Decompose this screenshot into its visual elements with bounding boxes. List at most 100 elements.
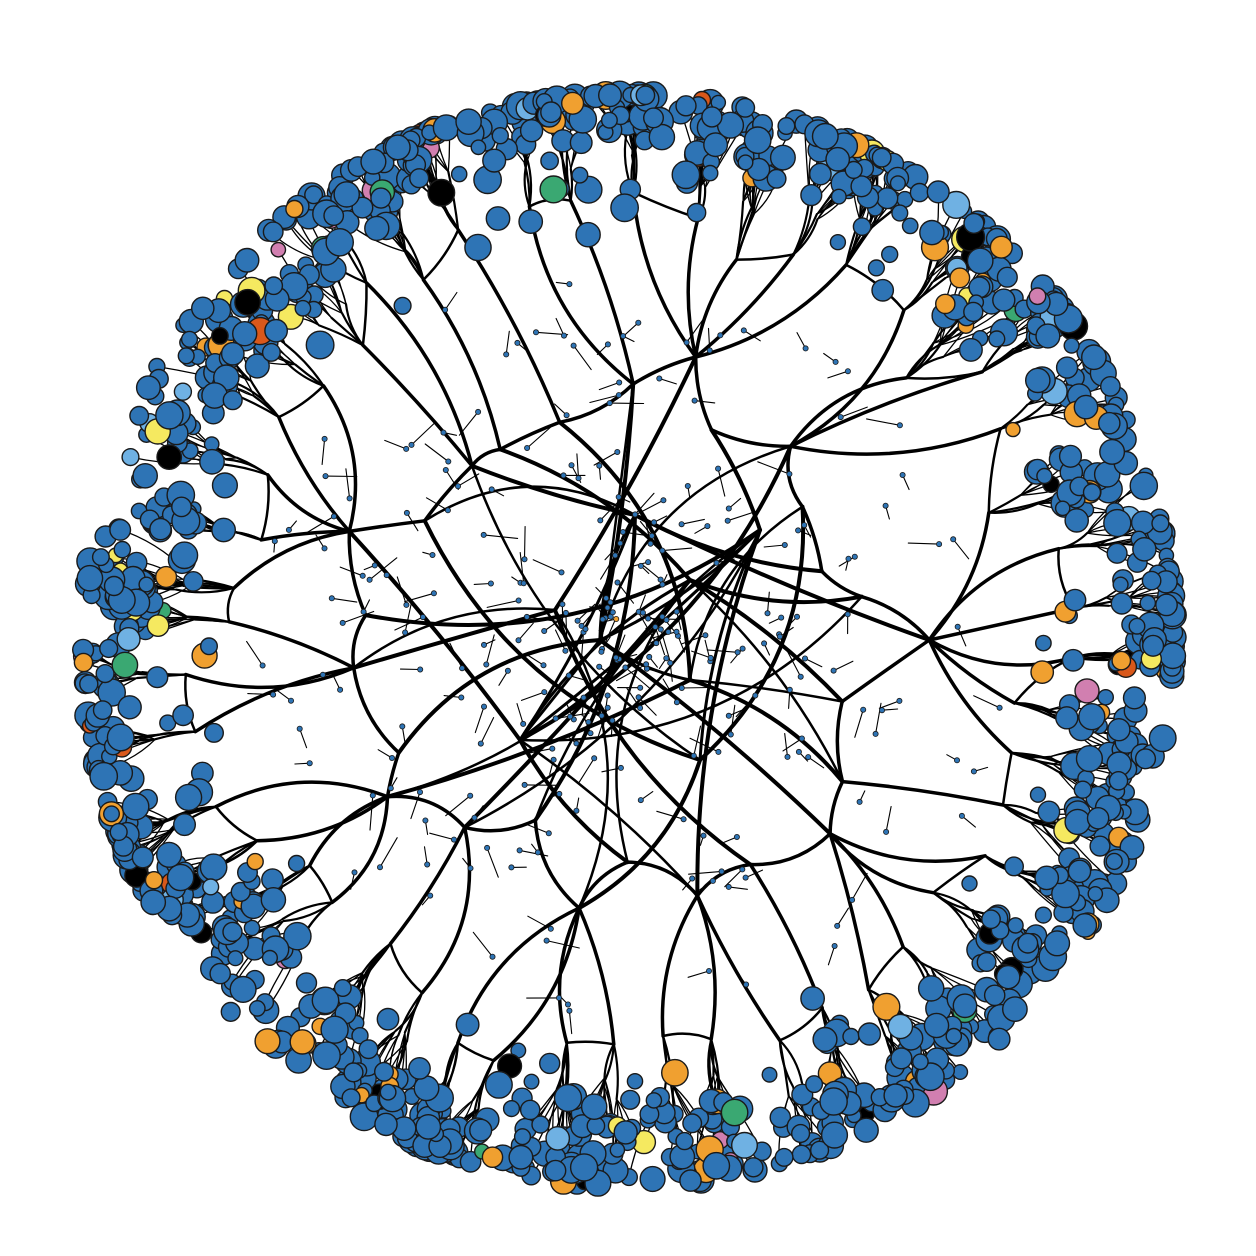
graph-node xyxy=(1007,917,1024,934)
graph-node xyxy=(565,672,572,679)
graph-node xyxy=(440,429,447,436)
edge xyxy=(518,595,863,742)
graph-node xyxy=(1072,913,1098,938)
graph-node xyxy=(201,382,229,409)
edge xyxy=(638,696,657,716)
graph-node xyxy=(1139,594,1157,612)
graph-node xyxy=(408,1057,431,1080)
graph-node xyxy=(819,1087,848,1116)
edge xyxy=(404,600,413,634)
graph-node xyxy=(312,1041,341,1071)
graph-node xyxy=(1148,724,1177,753)
graph-node xyxy=(673,608,680,615)
graph-node xyxy=(254,1028,281,1055)
edge xyxy=(526,426,551,449)
graph-node xyxy=(489,953,496,960)
graph-node xyxy=(339,619,346,626)
edge xyxy=(546,940,580,949)
edge xyxy=(401,725,406,746)
edge xyxy=(707,327,711,351)
graph-node xyxy=(643,107,665,129)
edge xyxy=(612,1043,619,1101)
graph-node xyxy=(220,341,245,366)
graph-node xyxy=(968,276,991,299)
graph-node xyxy=(790,1123,811,1144)
graph-node xyxy=(521,556,528,563)
graph-node xyxy=(222,921,243,943)
edge xyxy=(396,576,407,606)
edge xyxy=(695,893,717,1041)
graph-node xyxy=(811,122,839,150)
graph-node xyxy=(857,1022,882,1046)
graph-node xyxy=(617,764,624,771)
graph-node xyxy=(260,887,287,913)
graph-node xyxy=(294,299,312,317)
graph-node xyxy=(909,182,930,203)
graph-node xyxy=(231,321,258,347)
edge xyxy=(472,931,494,958)
graph-node xyxy=(234,288,262,316)
graph-node xyxy=(690,752,697,759)
graph-node xyxy=(116,626,141,652)
edge xyxy=(470,464,702,762)
edge xyxy=(385,750,401,799)
graph-node xyxy=(283,921,312,951)
graph-node xyxy=(422,817,429,824)
graph-node xyxy=(333,181,361,208)
graph-node xyxy=(609,717,616,724)
graph-node xyxy=(488,486,495,493)
graph-node xyxy=(562,647,569,654)
graph-node xyxy=(1075,744,1103,773)
graph-node xyxy=(427,892,434,899)
graph-node xyxy=(800,986,825,1011)
edge xyxy=(447,170,460,231)
graph-node xyxy=(1017,932,1039,954)
graph-node xyxy=(459,665,466,672)
graph-node xyxy=(99,638,119,659)
graph-node xyxy=(351,869,358,876)
graph-node xyxy=(689,875,696,882)
graph-node xyxy=(706,968,713,975)
graph-node xyxy=(598,83,623,108)
edge xyxy=(363,528,762,628)
graph-node xyxy=(450,836,457,843)
edge xyxy=(688,870,723,875)
graph-node xyxy=(305,330,335,360)
graph-node xyxy=(427,178,456,207)
edge xyxy=(299,728,308,749)
edge xyxy=(222,839,259,865)
edge xyxy=(907,542,940,545)
edge xyxy=(255,794,390,843)
edge xyxy=(232,529,352,590)
edge xyxy=(424,443,449,463)
edge xyxy=(527,915,552,930)
graph-node xyxy=(199,448,225,475)
graph-node xyxy=(637,562,644,569)
edge xyxy=(410,422,436,446)
graph-node xyxy=(170,541,199,570)
edge xyxy=(604,542,621,561)
graph-node xyxy=(541,689,548,696)
graph-node xyxy=(837,414,844,421)
graph-node xyxy=(296,725,303,732)
graph-node xyxy=(376,864,383,871)
graph-node xyxy=(470,139,487,156)
graph-node xyxy=(477,740,484,747)
edge xyxy=(656,810,685,820)
graph-node xyxy=(1141,570,1162,591)
edge xyxy=(788,370,985,449)
graph-node xyxy=(79,674,99,694)
graph-node xyxy=(896,697,903,704)
graph-node xyxy=(1058,444,1083,468)
graph-node xyxy=(1081,344,1107,371)
graph-node xyxy=(561,332,568,339)
graph-node xyxy=(1134,748,1157,770)
edge xyxy=(576,453,580,479)
edge xyxy=(694,400,716,404)
graph-node xyxy=(599,616,606,623)
graph-node xyxy=(1043,930,1071,957)
edge xyxy=(763,544,786,548)
graph-node xyxy=(725,883,732,890)
graph-node xyxy=(607,599,614,606)
graph-node xyxy=(992,288,1016,312)
